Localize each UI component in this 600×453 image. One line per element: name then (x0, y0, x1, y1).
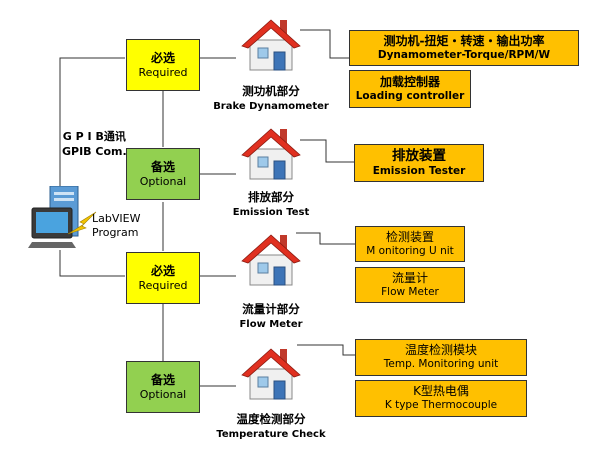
program-line1: LabVIEW (92, 212, 141, 225)
section-cn: 流量计部分 (242, 302, 300, 316)
component-thermocouple[interactable]: K型热电偶 K type Thermocouple (355, 380, 527, 417)
component-temp-monitoring[interactable]: 温度检测模块 Temp. Monitoring unit (355, 339, 527, 376)
category-cn: 必选 (150, 50, 175, 65)
gpib-cn: G P I B通讯 (62, 130, 126, 143)
house-icon (241, 234, 301, 286)
category-cn: 必选 (150, 263, 175, 278)
category-required-2[interactable]: 必选 Required (126, 252, 200, 304)
component-cn: 检测装置 (385, 229, 434, 244)
category-optional-2[interactable]: 备选 Optional (126, 361, 200, 413)
program-line2: Program (92, 226, 139, 240)
component-en: Flow Meter (381, 285, 439, 298)
component-en: Dynamometer-Torque/RPM/W (377, 48, 551, 61)
section-label-emission: 排放部分 Emission Test (205, 190, 337, 219)
gpib-en: GPIB Com. (62, 144, 127, 158)
component-flow-meter[interactable]: 流量计 Flow Meter (355, 267, 465, 303)
house-icon (241, 19, 301, 71)
component-emission-tester[interactable]: 排放装置 Emission Tester (354, 144, 484, 182)
category-en: Optional (139, 387, 187, 401)
gpib-label: G P I B通讯 GPIB Com. (62, 130, 127, 160)
section-cn: 测功机部分 (242, 84, 300, 98)
component-en: Temp. Monitoring unit (383, 358, 499, 371)
section-en: Flow Meter (239, 318, 303, 330)
component-dynamometer[interactable]: 测功机-扭矩・转速・输出功率 Dynamometer-Torque/RPM/W (349, 30, 579, 66)
component-cn: 流量计 (391, 270, 428, 285)
component-cn: 温度检测模块 (404, 343, 477, 358)
component-cn: 排放装置 (392, 148, 446, 164)
component-cn: 测功机-扭矩・转速・输出功率 (383, 33, 545, 48)
category-en: Required (138, 278, 188, 292)
section-label-dynamometer: 测功机部分 Brake Dynamometer (205, 84, 337, 113)
house-icon (241, 348, 301, 400)
section-en: Emission Test (232, 206, 310, 218)
category-cn: 备选 (150, 159, 175, 174)
section-cn: 排放部分 (248, 190, 294, 204)
component-loading-controller[interactable]: 加载控制器 Loading controller (349, 70, 471, 108)
component-en: M onitoring U nit (366, 244, 454, 257)
category-en: Optional (139, 174, 187, 188)
component-cn: K型热电偶 (413, 384, 469, 399)
program-label: LabVIEW Program (92, 212, 140, 241)
house-icon (241, 128, 301, 180)
section-label-flowmeter: 流量计部分 Flow Meter (205, 302, 337, 331)
section-en: Brake Dynamometer (213, 100, 329, 112)
section-cn: 温度检测部分 (236, 412, 306, 426)
category-required-1[interactable]: 必选 Required (126, 39, 200, 91)
category-optional-1[interactable]: 备选 Optional (126, 148, 200, 200)
component-monitoring-unit[interactable]: 检测装置 M onitoring U nit (355, 226, 465, 262)
component-cn: 加载控制器 (379, 74, 440, 89)
section-en: Temperature Check (216, 428, 326, 440)
component-en: Emission Tester (372, 164, 466, 177)
computer-icon (28, 186, 97, 248)
category-en: Required (138, 65, 188, 79)
category-cn: 备选 (150, 372, 175, 387)
component-en: Loading controller (355, 89, 465, 102)
section-label-temperature: 温度检测部分 Temperature Check (205, 412, 337, 441)
component-en: K type Thermocouple (384, 399, 498, 412)
